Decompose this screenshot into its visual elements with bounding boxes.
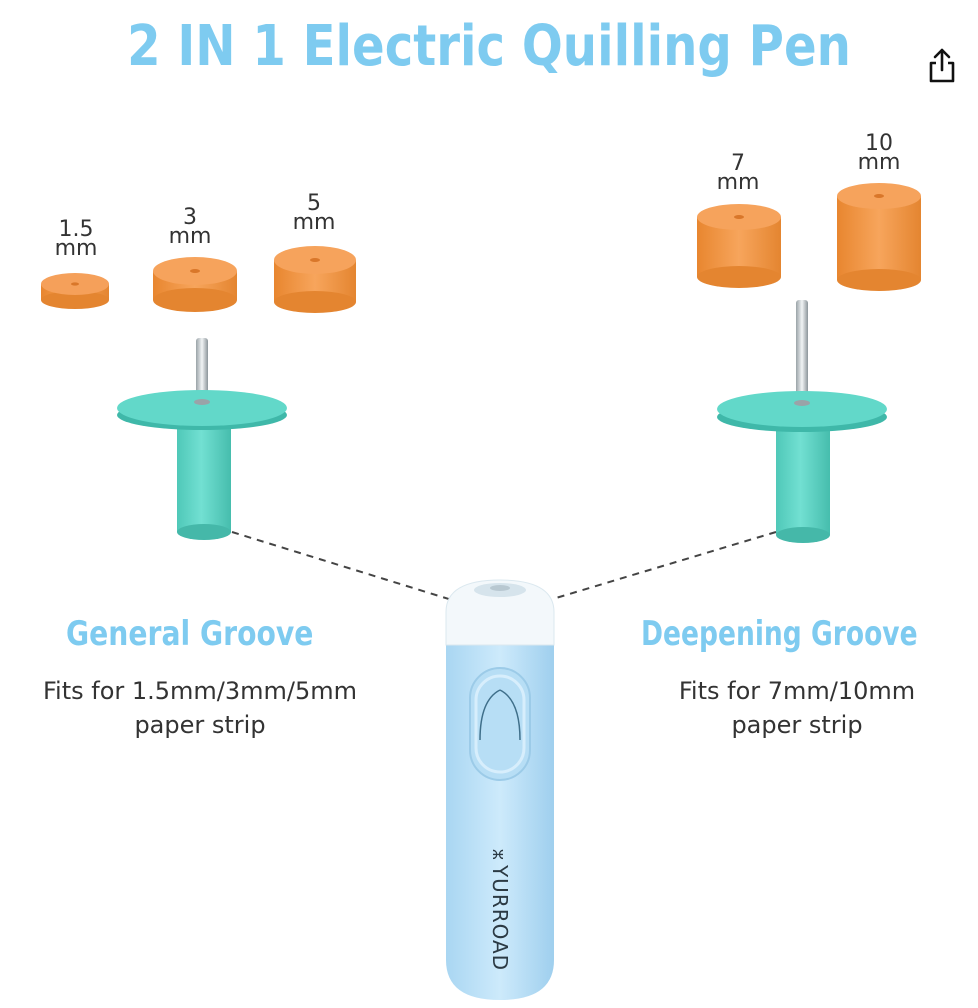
pen-brand-logo: ⵣYURROAD [488,848,512,972]
connector-left [231,531,453,601]
description-line: paper strip [134,711,266,739]
connector-right [555,531,777,599]
coil-size-value: 1.5 [58,217,94,242]
coil-1-5mm [41,273,109,309]
general-groove-attachment [117,338,287,540]
coil-size-unit: mm [716,170,760,195]
coil-7mm [697,204,781,288]
coil-label-7mm: 7 mm [708,151,768,195]
coil-size-unit: mm [857,150,901,175]
description-line: Fits for 1.5mm/3mm/5mm [42,677,358,705]
quilling-pen [445,579,555,1000]
general-groove-title: General Groove [66,614,314,654]
coil-size-value: 5 [307,191,321,216]
deepening-groove-title: Deepening Groove [641,614,918,654]
coil-size-value: 3 [183,205,197,230]
coil-label-5mm: 5 mm [284,191,344,235]
deepening-groove-attachment [717,300,887,543]
pen-brand-text: YURROAD [488,864,512,972]
coil-label-3mm: 3 mm [160,205,220,249]
description-line: Fits for 7mm/10mm [678,677,916,705]
coil-label-10mm: 10 mm [849,131,909,175]
coil-10mm [837,183,921,291]
coil-3mm [153,257,237,312]
page-title: 2 IN 1 Electric Quilling Pen [127,14,851,79]
coil-size-unit: mm [292,210,336,235]
deepening-groove-description: Fits for 7mm/10mm paper strip [632,674,962,742]
coil-size-value: 7 [731,151,745,176]
coil-size-unit: mm [168,224,212,249]
coil-5mm [274,246,356,313]
description-line: paper strip [731,711,863,739]
coil-size-unit: mm [54,236,98,261]
share-icon[interactable] [925,46,959,86]
general-groove-description: Fits for 1.5mm/3mm/5mm paper strip [20,674,380,742]
coil-label-1-5mm: 1.5 mm [48,217,104,261]
coil-size-value: 10 [865,131,893,156]
